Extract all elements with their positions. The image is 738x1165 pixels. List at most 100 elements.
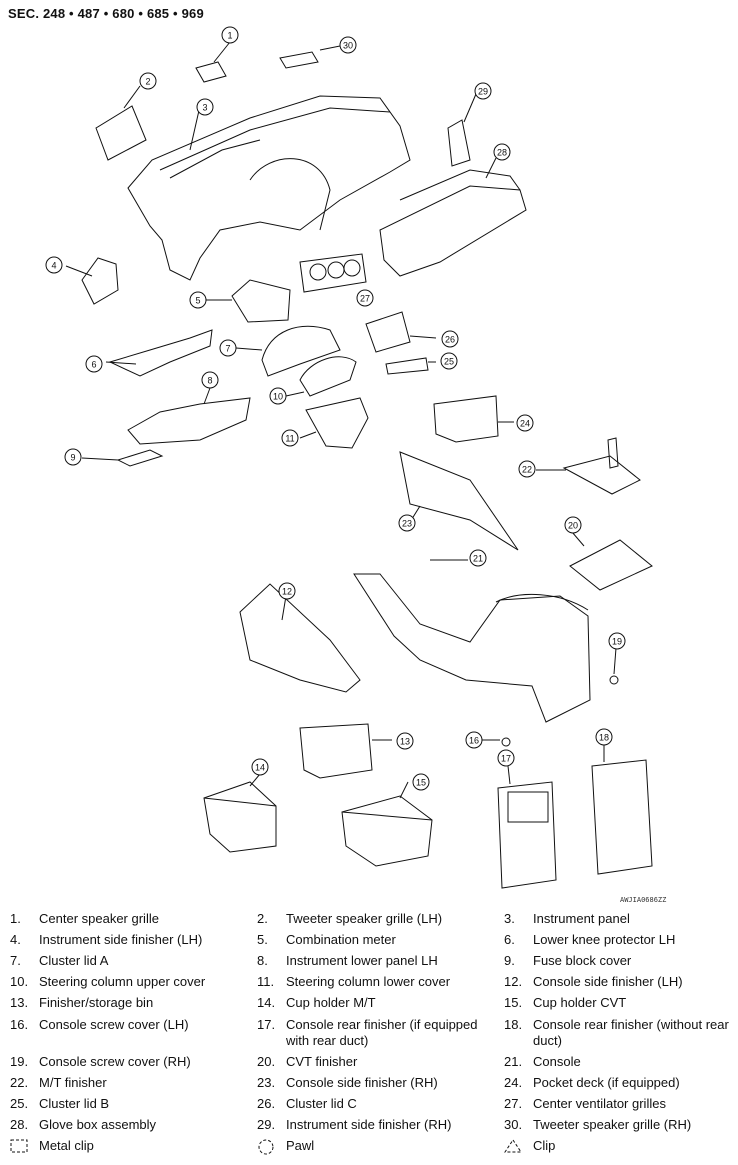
legend-item: 21.Console (504, 1051, 734, 1072)
legend-item: 7.Cluster lid A (10, 950, 257, 971)
callout-number: 21 (473, 554, 483, 564)
part-console-side-finisher-rh (399, 451, 519, 551)
symbol-legend-label: Pawl (286, 1138, 315, 1154)
callout-number: 2 (145, 77, 150, 87)
legend-row: 19.Console screw cover (RH)20.CVT finish… (10, 1051, 734, 1072)
legend-item-label: Tweeter speaker grille (LH) (286, 910, 443, 926)
symbol-legend-label: Metal clip (39, 1138, 94, 1154)
legend-item: 25.Cluster lid B (10, 1094, 257, 1115)
part-combination-meter (206, 279, 291, 323)
callout-circle (396, 732, 414, 750)
legend-item-number: 5. (257, 931, 268, 947)
legend-item: 17. Console rear finisher (if equipped wi… (257, 1014, 504, 1051)
legend-item: 14.Cup holder M/T (257, 993, 504, 1014)
callout-circle (497, 749, 515, 767)
legend-item-number: 4. (10, 931, 21, 947)
legend-item: 24.Pocket deck (if equipped) (504, 1072, 734, 1093)
legend-item-label: Fuse block cover (533, 952, 632, 968)
callout-number: 28 (497, 148, 507, 158)
legend-item-number: 26. (257, 1096, 276, 1112)
legend-item-number: 24. (504, 1074, 523, 1090)
symbol-legend-label: Clip (533, 1138, 556, 1154)
callout-number: 1 (227, 31, 232, 41)
parts-legend: 1. Center speaker grille 2. Tweeter speaker… (10, 908, 734, 1157)
legend-item-label: Instrument side finisher (RH) (286, 1117, 452, 1133)
legend-item-number: 17. (257, 1016, 276, 1032)
callout-circle (219, 339, 237, 357)
part-center-speaker-grille (195, 41, 231, 83)
callout-group: 1234567891011121314151617181920212223242… (45, 26, 626, 791)
part-fuse-block-cover (81, 449, 164, 467)
callout-circle (269, 387, 287, 405)
legend-item-label: Console screw cover (LH) (39, 1016, 189, 1032)
callout-number: 7 (225, 344, 230, 354)
legend-item-number: 6. (504, 931, 515, 947)
legend-item: 19.Console screw cover (RH) (10, 1051, 257, 1072)
callout-number: 10 (273, 392, 283, 402)
legend-item-number: 13. (10, 995, 29, 1011)
legend-row: 4. Instrument side finisher (LH) 5. Combina… (10, 929, 734, 950)
figure-code: AWJIA0686ZZ (620, 896, 667, 904)
legend-item: 26.Cluster lid C (257, 1094, 504, 1115)
part-cluster-lid-a (235, 325, 341, 377)
callout-number: 12 (282, 587, 292, 597)
clip-icon (504, 1139, 522, 1153)
legend-item: 28.Glove box assembly (10, 1115, 257, 1136)
legend-item-label: Instrument side finisher (LH) (39, 931, 203, 947)
part-instrument-lower-panel-lh (127, 387, 251, 445)
part-cluster-lid-b (385, 357, 436, 375)
legend-item-number: 1. (10, 910, 21, 926)
legend-item: 22.M/T finisher (10, 1072, 257, 1093)
legend-item-label: Cup holder CVT (533, 995, 627, 1011)
legend-item-number: 22. (10, 1074, 29, 1090)
legend-item-number: 30. (504, 1117, 523, 1133)
legend-item: 23. Console side finisher (RH) (257, 1072, 504, 1093)
legend-item-label: Center ventilator grilles (533, 1096, 666, 1112)
legend-item-number: 7. (10, 952, 21, 968)
legend-item-number: 2. (257, 910, 268, 926)
callout-circle (221, 26, 239, 44)
legend-item: 27.Center ventilator grilles (504, 1094, 734, 1115)
legend-item-label: Console rear finisher (if equipped with … (286, 1016, 478, 1048)
legend-item-number: 25. (10, 1096, 29, 1112)
legend-item: 12.Console side finisher (LH) (504, 972, 734, 993)
legend-item-number: 10. (10, 974, 29, 990)
legend-item-label: Combination meter (286, 931, 396, 947)
legend-item-number: 12. (504, 974, 523, 990)
callout-circle (441, 330, 459, 348)
callout-number: 29 (478, 87, 488, 97)
legend-item-label: Center speaker grille (39, 910, 159, 926)
exploded-parts-diagram: 1234567891011121314151617181920212223242… (45, 26, 653, 889)
symbol-legend-item: Metal clip (10, 1136, 257, 1157)
part-steering-column-upper-cover (285, 356, 357, 397)
callout-circle (465, 731, 483, 749)
legend-item: 3.Instrument panel (504, 908, 734, 929)
legend-item-number: 8. (257, 952, 268, 968)
callout-circle (469, 549, 487, 567)
symbol-legend-row: Metal clip Pawl Clip (10, 1136, 734, 1157)
callout-circle (608, 632, 626, 650)
legend-item-label: CVT finisher (286, 1053, 358, 1069)
legend-item: 11.Steering column lower cover (257, 972, 504, 993)
legend-item: 30.Tweeter speaker grille (RH) (504, 1115, 734, 1136)
callout-number: 27 (360, 294, 370, 304)
part-center-vent-grilles (299, 253, 367, 293)
legend-item-label: Console side finisher (RH) (286, 1074, 438, 1090)
callout-circle (201, 371, 219, 389)
legend-item: 20.CVT finisher (257, 1051, 504, 1072)
callout-circle (189, 291, 207, 309)
callout-number: 4 (51, 261, 56, 271)
callout-circle (398, 514, 416, 532)
legend-item-number: 23. (257, 1074, 276, 1090)
callout-number: 26 (445, 335, 455, 345)
part-console (353, 559, 591, 723)
legend-item-number: 29. (257, 1117, 276, 1133)
callout-circle (281, 429, 299, 447)
callout-number: 23 (402, 519, 412, 529)
callout-number: 9 (70, 453, 75, 463)
callout-number: 5 (195, 296, 200, 306)
